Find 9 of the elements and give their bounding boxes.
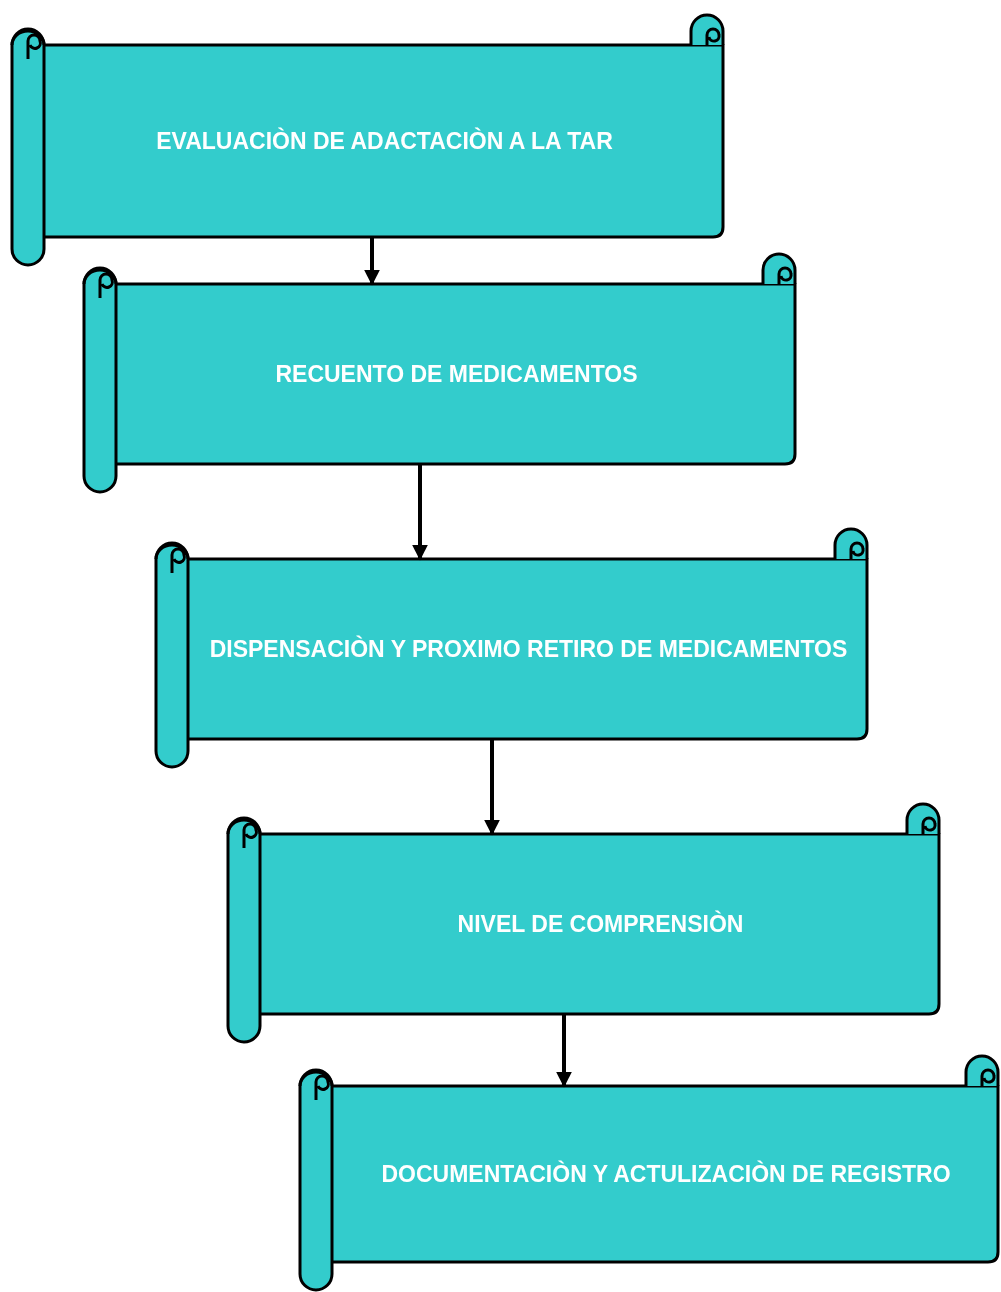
arrow [364,237,380,286]
step-label: EVALUACIÒN DE ADACTACIÒN A LA TAR [156,126,613,156]
step-label: DISPENSACIÒN Y PROXIMO RETIRO DE MEDICAMENTOS [209,634,848,664]
step-label: NIVEL DE COMPRENSIÒN [457,909,744,939]
arrow [412,464,428,561]
step-label: DOCUMENTACIÒN Y ACTULIZACIÒN DE REGISTRO [381,1159,951,1189]
arrow [484,739,500,836]
step-label: RECUENTO DE MEDICAMENTOS [275,359,638,389]
arrow [556,1014,572,1088]
